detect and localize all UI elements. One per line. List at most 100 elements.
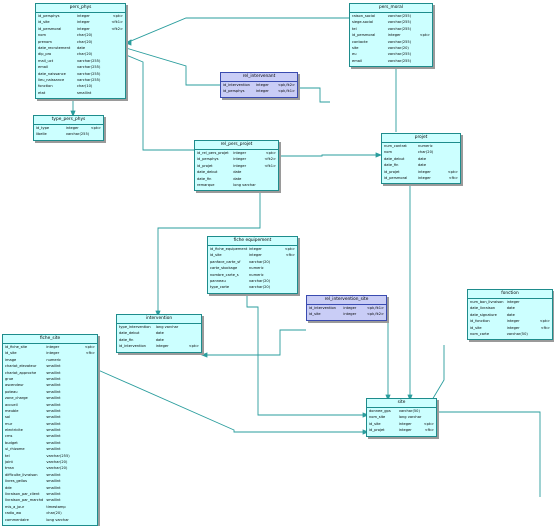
attribute-type: varchar(255) [65,132,90,137]
attribute-key: <fk1> [264,163,276,168]
attribute-key: <pk,fk1> [277,89,295,94]
link-rel_intervenant-intervention [298,87,330,103]
attribute-name: poteau [5,389,18,394]
attribute-name: id_site [470,325,482,330]
attribute-type: smallint [46,396,61,401]
attribute-type: varchar(255) [387,39,412,44]
attribute-row: id_site integer <fk> [469,325,551,331]
attribute-name: num_contrat [384,144,407,148]
entity-title: type_pers_phys [34,116,103,125]
attribute-type: integer [233,163,247,168]
attribute-type: date [417,156,427,161]
attribute-type: smallint [77,90,92,95]
attribute-type: integer [417,169,431,174]
attribute-type: integer [77,20,90,25]
attribute-type: smallint [46,389,61,394]
attribute-type: char(20) [77,52,93,57]
attribute-type: date [77,45,86,50]
attribute-name: livraison_par_marchd [5,498,44,503]
attribute-name: email [352,58,362,63]
entity-title: rel_intervention_site [307,296,386,305]
attribute-type: smallint [46,428,61,433]
attribute-type: long varchar [233,182,256,187]
attribute-type: varchar(255) [387,52,412,57]
attribute-type: integer [506,325,520,330]
arrow-intervention-2 [200,352,208,358]
attribute-type: integer [77,14,90,18]
attribute-name: num_bon_livraison [470,300,504,304]
entity-title: rel_pers_projet [195,141,278,150]
attribute-type: numeric [417,144,433,148]
attribute-key: <fk1> [111,20,123,25]
link-pers_phys-pers_moral [125,17,379,44]
attribute-key: <pk> [84,345,95,349]
attribute-name: id_fiche_site [5,345,28,349]
attribute-type: varchar(20) [249,278,271,283]
attribute-type: integer [343,306,357,310]
attribute-name: type_carte [210,285,230,290]
attribute-type: varchar(20) [46,460,68,465]
link-pers_phys-rel_pers_projet [125,54,194,151]
attribute-type: smallint [46,447,61,452]
attribute-name: date_signature [470,312,497,317]
attribute-key: <fk2> [264,157,276,162]
attribute-key: <pk> [284,247,295,251]
attribute-name: id_persphys [38,14,60,18]
attribute-key: <pk> [90,126,101,130]
attribute-type: date [155,337,164,342]
attribute-type: integer [387,33,401,38]
attribute-type: varchar(255) [77,77,101,82]
attribute-name: mis_a_jour [5,504,25,509]
attribute-name: commentaire [5,517,29,522]
attribute-name: electricite [5,428,23,433]
attribute-key: <fk> [540,325,550,330]
attribute-key: <pk,fk1> [366,306,384,310]
attribute-key: <pk,fk2> [366,312,384,317]
arrow-site-1 [407,394,413,402]
attribute-type: integer [506,300,520,304]
attribute-name: nom_carte [470,331,490,336]
attribute-type: smallint [46,491,61,496]
attribute-key: <pk> [539,319,550,324]
link-site-right [437,411,541,497]
attribute-name: panneau [210,278,226,283]
entity-title: rel_intervenant [221,73,297,82]
